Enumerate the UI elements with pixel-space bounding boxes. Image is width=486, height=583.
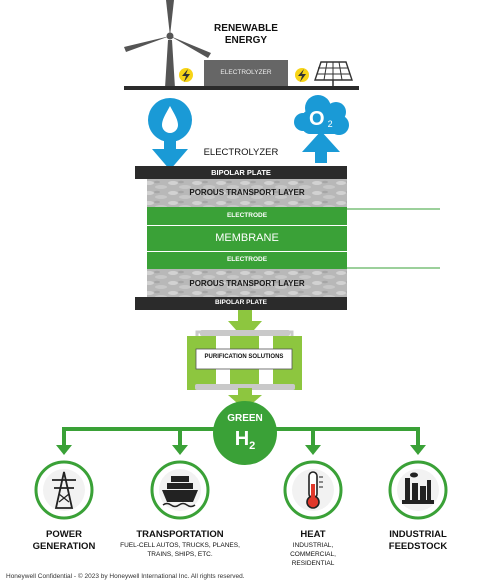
factory-icon xyxy=(388,460,448,520)
membrane xyxy=(147,226,347,251)
ptl-top-label: POROUS TRANSPORT LAYER xyxy=(189,188,305,197)
electrode-top-label: ELECTRODE xyxy=(226,212,268,219)
electrode-top xyxy=(147,207,347,225)
footer-copyright: Honeywell Confidential - © 2023 by Honey… xyxy=(6,573,245,580)
ground-line xyxy=(124,86,359,90)
oxygen-symbol: O xyxy=(309,108,325,130)
electrode-bottom-label: ELECTRODE xyxy=(226,256,268,263)
use-title-line2: FEEDSTOCK xyxy=(388,541,448,552)
bipolar-plate-bottom-label: BIPOLAR PLATE xyxy=(215,299,267,306)
oxygen-cloud-icon xyxy=(294,95,349,163)
purification-tanks xyxy=(187,330,302,390)
solar-panel-icon xyxy=(314,61,353,86)
green-h2-circle xyxy=(213,401,277,465)
use-sub-line: RESIDENTIAL xyxy=(291,560,335,567)
bipolar-plate-top xyxy=(135,166,347,179)
ptl-bottom-label: POROUS TRANSPORT LAYER xyxy=(189,279,305,288)
use-sub-line: COMMERCIAL, xyxy=(290,551,336,558)
oxygen-subscript: 2 xyxy=(327,119,333,129)
h2-symbol: H xyxy=(234,428,250,450)
power-tower-icon xyxy=(34,460,94,520)
green-label: GREEN xyxy=(227,413,263,424)
use-sub-line: FUEL-CELL AUTOS, TRUCKS, PLANES, xyxy=(120,542,240,549)
use-sub-line: INDUSTRIAL, xyxy=(292,542,334,549)
use-title-industrial: INDUSTRIAL FEEDSTOCK xyxy=(376,529,460,553)
bipolar-plate-top-label: BIPOLAR PLATE xyxy=(211,168,271,177)
use-title-line1: POWER xyxy=(46,529,82,540)
lightning-icon xyxy=(179,68,193,82)
lightning-icon xyxy=(295,68,309,82)
porous-transport-layer-top xyxy=(147,179,347,207)
bipolar-plate-bottom xyxy=(135,297,347,310)
use-sub-heat: INDUSTRIAL, COMMERCIAL, RESIDENTIAL xyxy=(273,541,353,568)
use-sub-transportation: FUEL-CELL AUTOS, TRUCKS, PLANES, TRAINS,… xyxy=(110,541,250,559)
electrolyzer-box xyxy=(204,60,288,86)
stack-title: ELECTROLYZER xyxy=(203,147,279,158)
membrane-label: MEMBRANE xyxy=(215,232,279,244)
use-title-transportation: TRANSPORTATION xyxy=(136,529,224,540)
renewable-energy-label: RENEWABLE ENERGY xyxy=(206,23,286,47)
porous-transport-layer-bottom xyxy=(147,269,347,297)
use-title-heat: HEAT xyxy=(300,529,326,540)
wind-turbine-icon xyxy=(124,0,211,88)
electrode-bottom xyxy=(147,252,347,269)
use-sub-line: TRAINS, SHIPS, ETC. xyxy=(147,551,213,558)
water-drop-icon xyxy=(148,98,192,170)
thermometer-icon xyxy=(283,460,343,520)
h2-label: H2 xyxy=(213,428,277,452)
use-title-line2: GENERATION xyxy=(32,541,96,552)
use-title-line1: INDUSTRIAL xyxy=(389,529,447,540)
purification-label: PURIFICATION SOLUTIONS xyxy=(204,354,284,360)
electrolyzer-box-label: ELECTROLYZER xyxy=(220,69,272,76)
renewable-line1: RENEWABLE xyxy=(214,23,278,34)
ship-icon xyxy=(150,460,210,520)
renewable-line2: ENERGY xyxy=(224,35,268,46)
use-title-power: POWER GENERATION xyxy=(24,529,104,553)
h2-subscript: 2 xyxy=(249,440,256,452)
